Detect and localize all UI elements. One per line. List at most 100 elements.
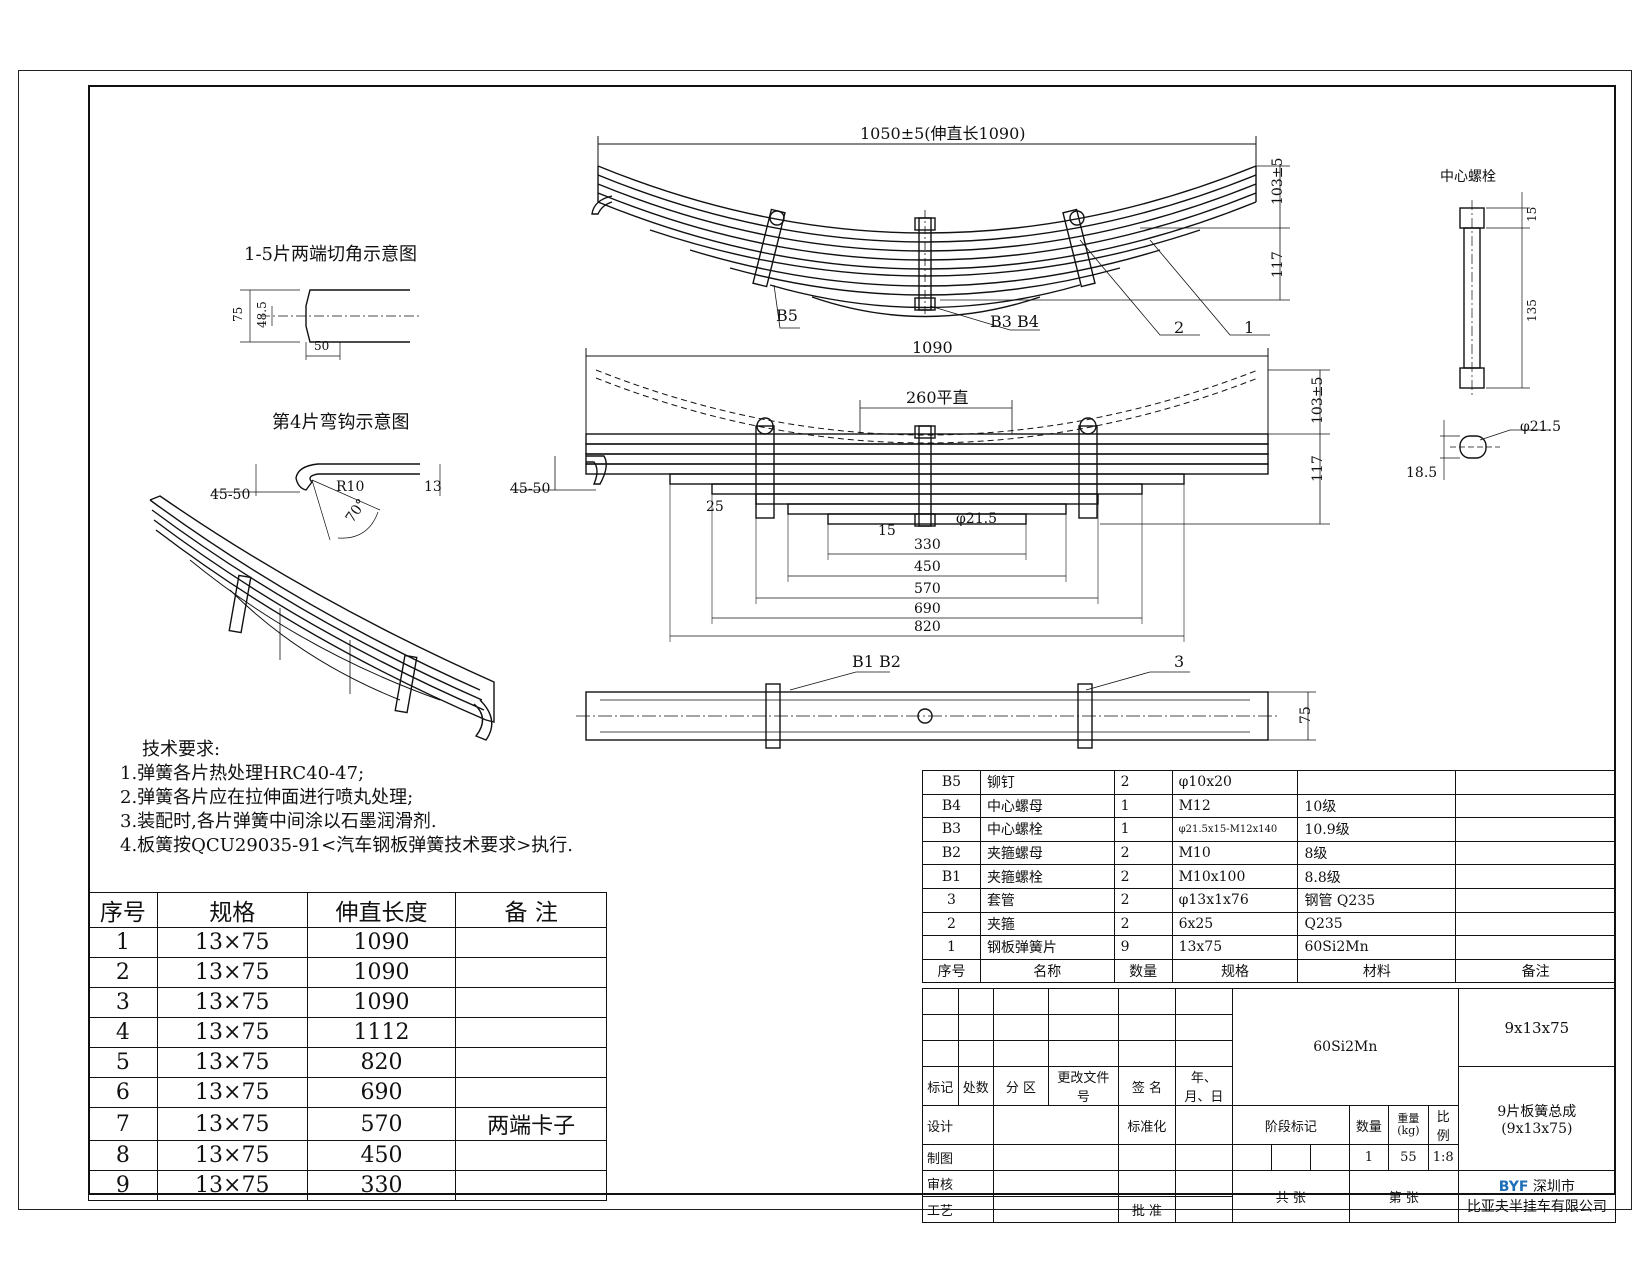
cut-corner-view <box>240 289 420 360</box>
leaf-spring-plan-view <box>576 671 1316 749</box>
cell: 570 <box>306 1107 457 1141</box>
bolt-dim-135: 135 <box>1525 299 1539 322</box>
cell <box>455 1170 607 1201</box>
bolt-dim-diameter: φ21.5 <box>1520 419 1561 435</box>
cell: 3 <box>922 887 981 913</box>
approve-label: 批 准 <box>1118 1196 1176 1223</box>
cell: 9 <box>88 1170 158 1201</box>
bolt-view-title: 中心螺栓 <box>1440 169 1496 185</box>
cell <box>1455 770 1616 795</box>
weight-value: 55 <box>1388 1144 1429 1171</box>
cell: 规格 <box>1171 958 1299 984</box>
rev-date: 年、月、日 <box>1174 1066 1233 1106</box>
cell: 1112 <box>306 1017 457 1048</box>
cell <box>1455 864 1616 889</box>
hook-dim-13: 13 <box>424 479 442 495</box>
col-length: 伸直长度 <box>306 892 457 928</box>
weight-label-cell: 重量 (kg) <box>1388 1105 1429 1145</box>
flat-length-dim: 1090 <box>912 338 953 357</box>
hook-dim-45-50: 45-50 <box>210 487 251 503</box>
label-part-1: 1 <box>1244 318 1255 337</box>
cell: 数量 <box>1113 958 1173 984</box>
technical-requirements: 技术要求: 1.弹簧各片热处理HRC40-47; 2.弹簧各片应在拉伸面进行喷丸… <box>120 738 573 858</box>
cell: 铆钉 <box>979 770 1115 795</box>
qty-label: 数量 <box>1348 1105 1390 1145</box>
cell: 1 <box>1113 817 1173 842</box>
dim-330: 330 <box>914 537 941 553</box>
drawing-name: 9片板簧总成 <box>1497 1103 1577 1120</box>
stage-label: 阶段标记 <box>1231 1105 1350 1145</box>
leaf-spring-flat-view <box>510 348 1330 642</box>
company-line-1: BYF 深圳市 <box>1463 1177 1611 1197</box>
leaf-spring-side-view <box>591 136 1290 336</box>
center-bolt-view <box>1440 192 1550 480</box>
spec-cell: 9x13x75 <box>1457 988 1617 1067</box>
cell <box>1297 770 1457 795</box>
cell: 2 <box>88 957 158 988</box>
col-spec: 规格 <box>156 892 308 928</box>
cell: 9 <box>1113 935 1173 960</box>
cell: 10级 <box>1297 793 1457 819</box>
cell: 2 <box>1113 864 1173 889</box>
cell: M12 <box>1171 793 1299 819</box>
cell: φ21.5x15-M12x140 <box>1171 817 1299 842</box>
company-line-2: 比亚夫半挂车有限公司 <box>1466 1198 1607 1215</box>
cell: 10.9级 <box>1297 817 1457 842</box>
col-index: 序号 <box>88 892 158 928</box>
rev-zone: 分 区 <box>993 1066 1049 1106</box>
sheets-total: 共 张 <box>1231 1170 1350 1223</box>
cell: B5 <box>922 770 981 795</box>
weight-label: 重量 <box>1397 1112 1420 1125</box>
cell <box>455 1017 607 1048</box>
cell: 13×75 <box>156 957 308 988</box>
cell: 6 <box>88 1077 158 1108</box>
bolt-dim-18-5: 18.5 <box>1406 465 1438 481</box>
cell <box>1455 887 1616 913</box>
rev-count: 处数 <box>957 1066 994 1106</box>
cell: 8.8级 <box>1297 864 1457 889</box>
cell <box>455 1140 607 1171</box>
dim-450: 450 <box>914 559 941 575</box>
craft-label: 工艺 <box>922 1196 994 1223</box>
height-dim-mid: 103±5 <box>1310 376 1326 424</box>
dim-25: 25 <box>706 499 724 515</box>
dim-570: 570 <box>914 581 941 597</box>
cell: B3 <box>922 817 981 842</box>
label-b3-b4: B3 B4 <box>990 312 1039 331</box>
cut-dim-75: 75 <box>231 306 245 322</box>
sheet-number: 第 张 <box>1348 1170 1459 1223</box>
cell: B2 <box>922 840 981 866</box>
label-part-2: 2 <box>1174 318 1185 337</box>
cell <box>1455 817 1616 842</box>
cell: 13×75 <box>156 1077 308 1108</box>
parts-header-row: 序号名称数量规格材料备注 <box>922 958 1616 984</box>
cell: B1 <box>922 864 981 889</box>
note-1: 1.弹簧各片热处理HRC40-47; <box>120 763 365 784</box>
height-dim-117-top: 117 <box>1270 251 1286 278</box>
cell: 13×75 <box>156 1170 308 1201</box>
cell: 13×75 <box>156 1017 308 1048</box>
company-cell: BYF 深圳市 比亚夫半挂车有限公司 <box>1457 1170 1617 1223</box>
dim-phi-21-5: φ21.5 <box>956 511 997 527</box>
cell: 2 <box>922 911 981 937</box>
overall-dim: 1050±5(伸直长1090) <box>860 124 1026 143</box>
height-dim-117-mid: 117 <box>1310 455 1326 482</box>
cut-dim-48-5: 48.5 <box>255 301 269 328</box>
cell <box>1455 935 1616 960</box>
cut-view-title: 1-5片两端切角示意图 <box>244 244 417 265</box>
cell: 13×75 <box>156 987 308 1018</box>
cell: 名称 <box>979 958 1115 984</box>
hook-view <box>212 463 441 541</box>
table-header-row: 序号 规格 伸直长度 备 注 <box>88 892 607 928</box>
scale-label: 比例 <box>1427 1105 1459 1145</box>
